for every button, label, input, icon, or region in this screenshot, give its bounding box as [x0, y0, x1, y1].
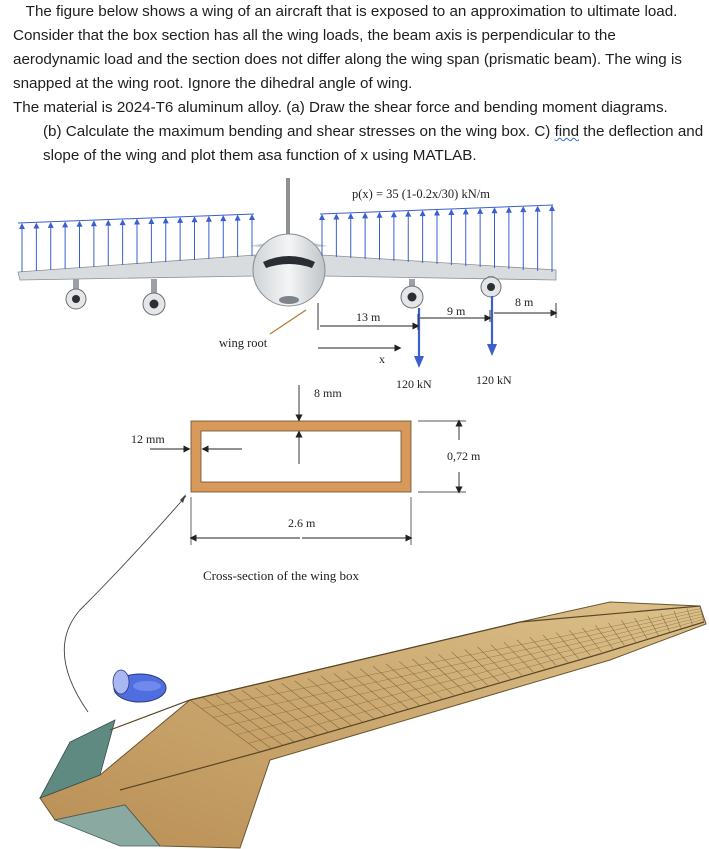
problem-paragraph-1: The figure below shows a wing of an airc…	[13, 0, 705, 96]
load-arrowhead	[319, 214, 325, 220]
load-arrowhead	[62, 221, 69, 228]
paragraph-2-text: The material is 2024-T6 aluminum alloy. …	[13, 99, 668, 116]
engine-nacelle	[112, 669, 167, 703]
engine-right-inner	[400, 279, 424, 309]
dim-13m-label: 13 m	[356, 310, 381, 324]
load-arrowhead	[390, 211, 397, 218]
load-arrowhead	[47, 221, 54, 228]
load-arrowhead	[376, 211, 383, 218]
wing-stringer-line	[236, 616, 703, 735]
engine-left-outer	[65, 279, 87, 310]
load-arrowhead	[448, 208, 455, 215]
wing-box-cross-section	[190, 420, 412, 493]
problem-statement: The figure below shows a wing of an airc…	[13, 0, 705, 168]
wing-root-rib	[53, 804, 161, 847]
load-arrowhead	[549, 205, 555, 211]
x-label: x	[379, 352, 385, 366]
wing-skin	[39, 601, 707, 849]
paragraph-3-text-b: the deflection and slope of the wing and…	[43, 123, 704, 164]
load-arrowhead	[19, 223, 25, 229]
distributed-load-right	[319, 205, 555, 272]
fuselage	[252, 233, 326, 307]
leader-line	[63, 495, 187, 713]
load-arrowhead	[134, 218, 140, 225]
wing-3d-illustration	[39, 601, 707, 849]
problem-paragraph-2: The material is 2024-T6 aluminum alloy. …	[13, 96, 705, 120]
load-envelope-right	[319, 204, 554, 215]
load-arrowhead	[462, 208, 469, 215]
load-arrowhead	[249, 214, 255, 220]
width-label: 2.6 m	[288, 516, 316, 530]
load-arrowhead	[90, 220, 97, 227]
load-arrowhead	[220, 215, 227, 222]
paragraph-3-find-word: find	[554, 123, 580, 140]
load-arrowhead	[162, 217, 169, 224]
load-arrowhead	[76, 220, 83, 227]
thickness-12mm-label: 12 mm	[131, 432, 165, 446]
dim-8m-label: 8 m	[515, 295, 534, 309]
engine-point-load-2	[487, 296, 497, 356]
dimension-lines	[317, 303, 558, 330]
load-arrowhead	[405, 210, 412, 217]
dim-9m-label: 9 m	[447, 304, 466, 318]
wing-stringer-line	[201, 608, 701, 709]
load-arrowhead	[33, 222, 40, 229]
load-arrowhead	[419, 210, 426, 217]
wing-stringer-line	[213, 611, 702, 718]
height-label: 0,72 m	[447, 449, 481, 463]
wing-root-pointer	[269, 309, 307, 335]
wing-stringer-line	[248, 619, 704, 744]
load-equation-label: p(x) = 35 (1-0.2x/30) kN/m	[352, 187, 490, 201]
load-arrowhead	[434, 209, 440, 216]
problem-paragraph-3: (b) Calculate the maximum bending and sh…	[13, 120, 705, 168]
aircraft-front-view	[17, 178, 557, 316]
nose-gear	[279, 296, 299, 304]
distributed-load-left	[19, 214, 255, 272]
load-arrowhead	[477, 207, 484, 214]
load-arrowhead	[505, 206, 512, 213]
cross-section-caption: Cross-section of the wing box	[203, 568, 359, 583]
wing-stringer-line	[224, 613, 703, 727]
paragraph-3-text-a: (b) Calculate the maximum bending and sh…	[43, 123, 555, 140]
load-arrowhead	[491, 207, 498, 214]
load-arrowhead	[520, 206, 527, 213]
load-arrowhead	[105, 219, 112, 226]
wing-root-spar-face	[39, 719, 116, 799]
paragraph-1-text: The figure below shows a wing of an airc…	[13, 3, 682, 92]
load-arrowhead	[191, 216, 198, 223]
load-arrowhead	[148, 217, 155, 224]
thickness-8mm-label: 8 mm	[314, 386, 342, 400]
box-inner-cavity	[200, 430, 402, 483]
wing-root-label: wing root	[219, 336, 268, 350]
figure-svg: p(x) = 35 (1-0.2x/30) kN/m	[17, 178, 707, 849]
load-envelope-left	[17, 213, 255, 224]
load-arrowhead	[177, 216, 184, 223]
load-arrowhead	[205, 215, 212, 222]
engine-point-load-1	[414, 308, 424, 368]
load-arrowhead	[234, 214, 241, 221]
load-arrowhead	[347, 212, 354, 219]
load-arrowhead	[119, 219, 126, 226]
right-wing	[321, 254, 557, 281]
load-arrowhead	[362, 212, 369, 219]
rear-spar	[119, 621, 705, 791]
load-arrowhead	[333, 213, 340, 220]
leader-arrowhead	[180, 494, 186, 503]
engine-load-2-label: 120 kN	[476, 373, 512, 387]
engine-load-1-label: 120 kN	[396, 377, 432, 391]
wing-ribs	[189, 605, 705, 753]
aircraft-wing-figure: p(x) = 35 (1-0.2x/30) kN/m	[0, 168, 709, 849]
cockpit-windows	[263, 256, 315, 268]
engine-right-outer	[480, 276, 502, 298]
front-spar	[109, 605, 701, 731]
load-arrowhead	[534, 205, 541, 212]
engine-left-inner	[142, 279, 166, 316]
tail-fin	[286, 178, 290, 248]
